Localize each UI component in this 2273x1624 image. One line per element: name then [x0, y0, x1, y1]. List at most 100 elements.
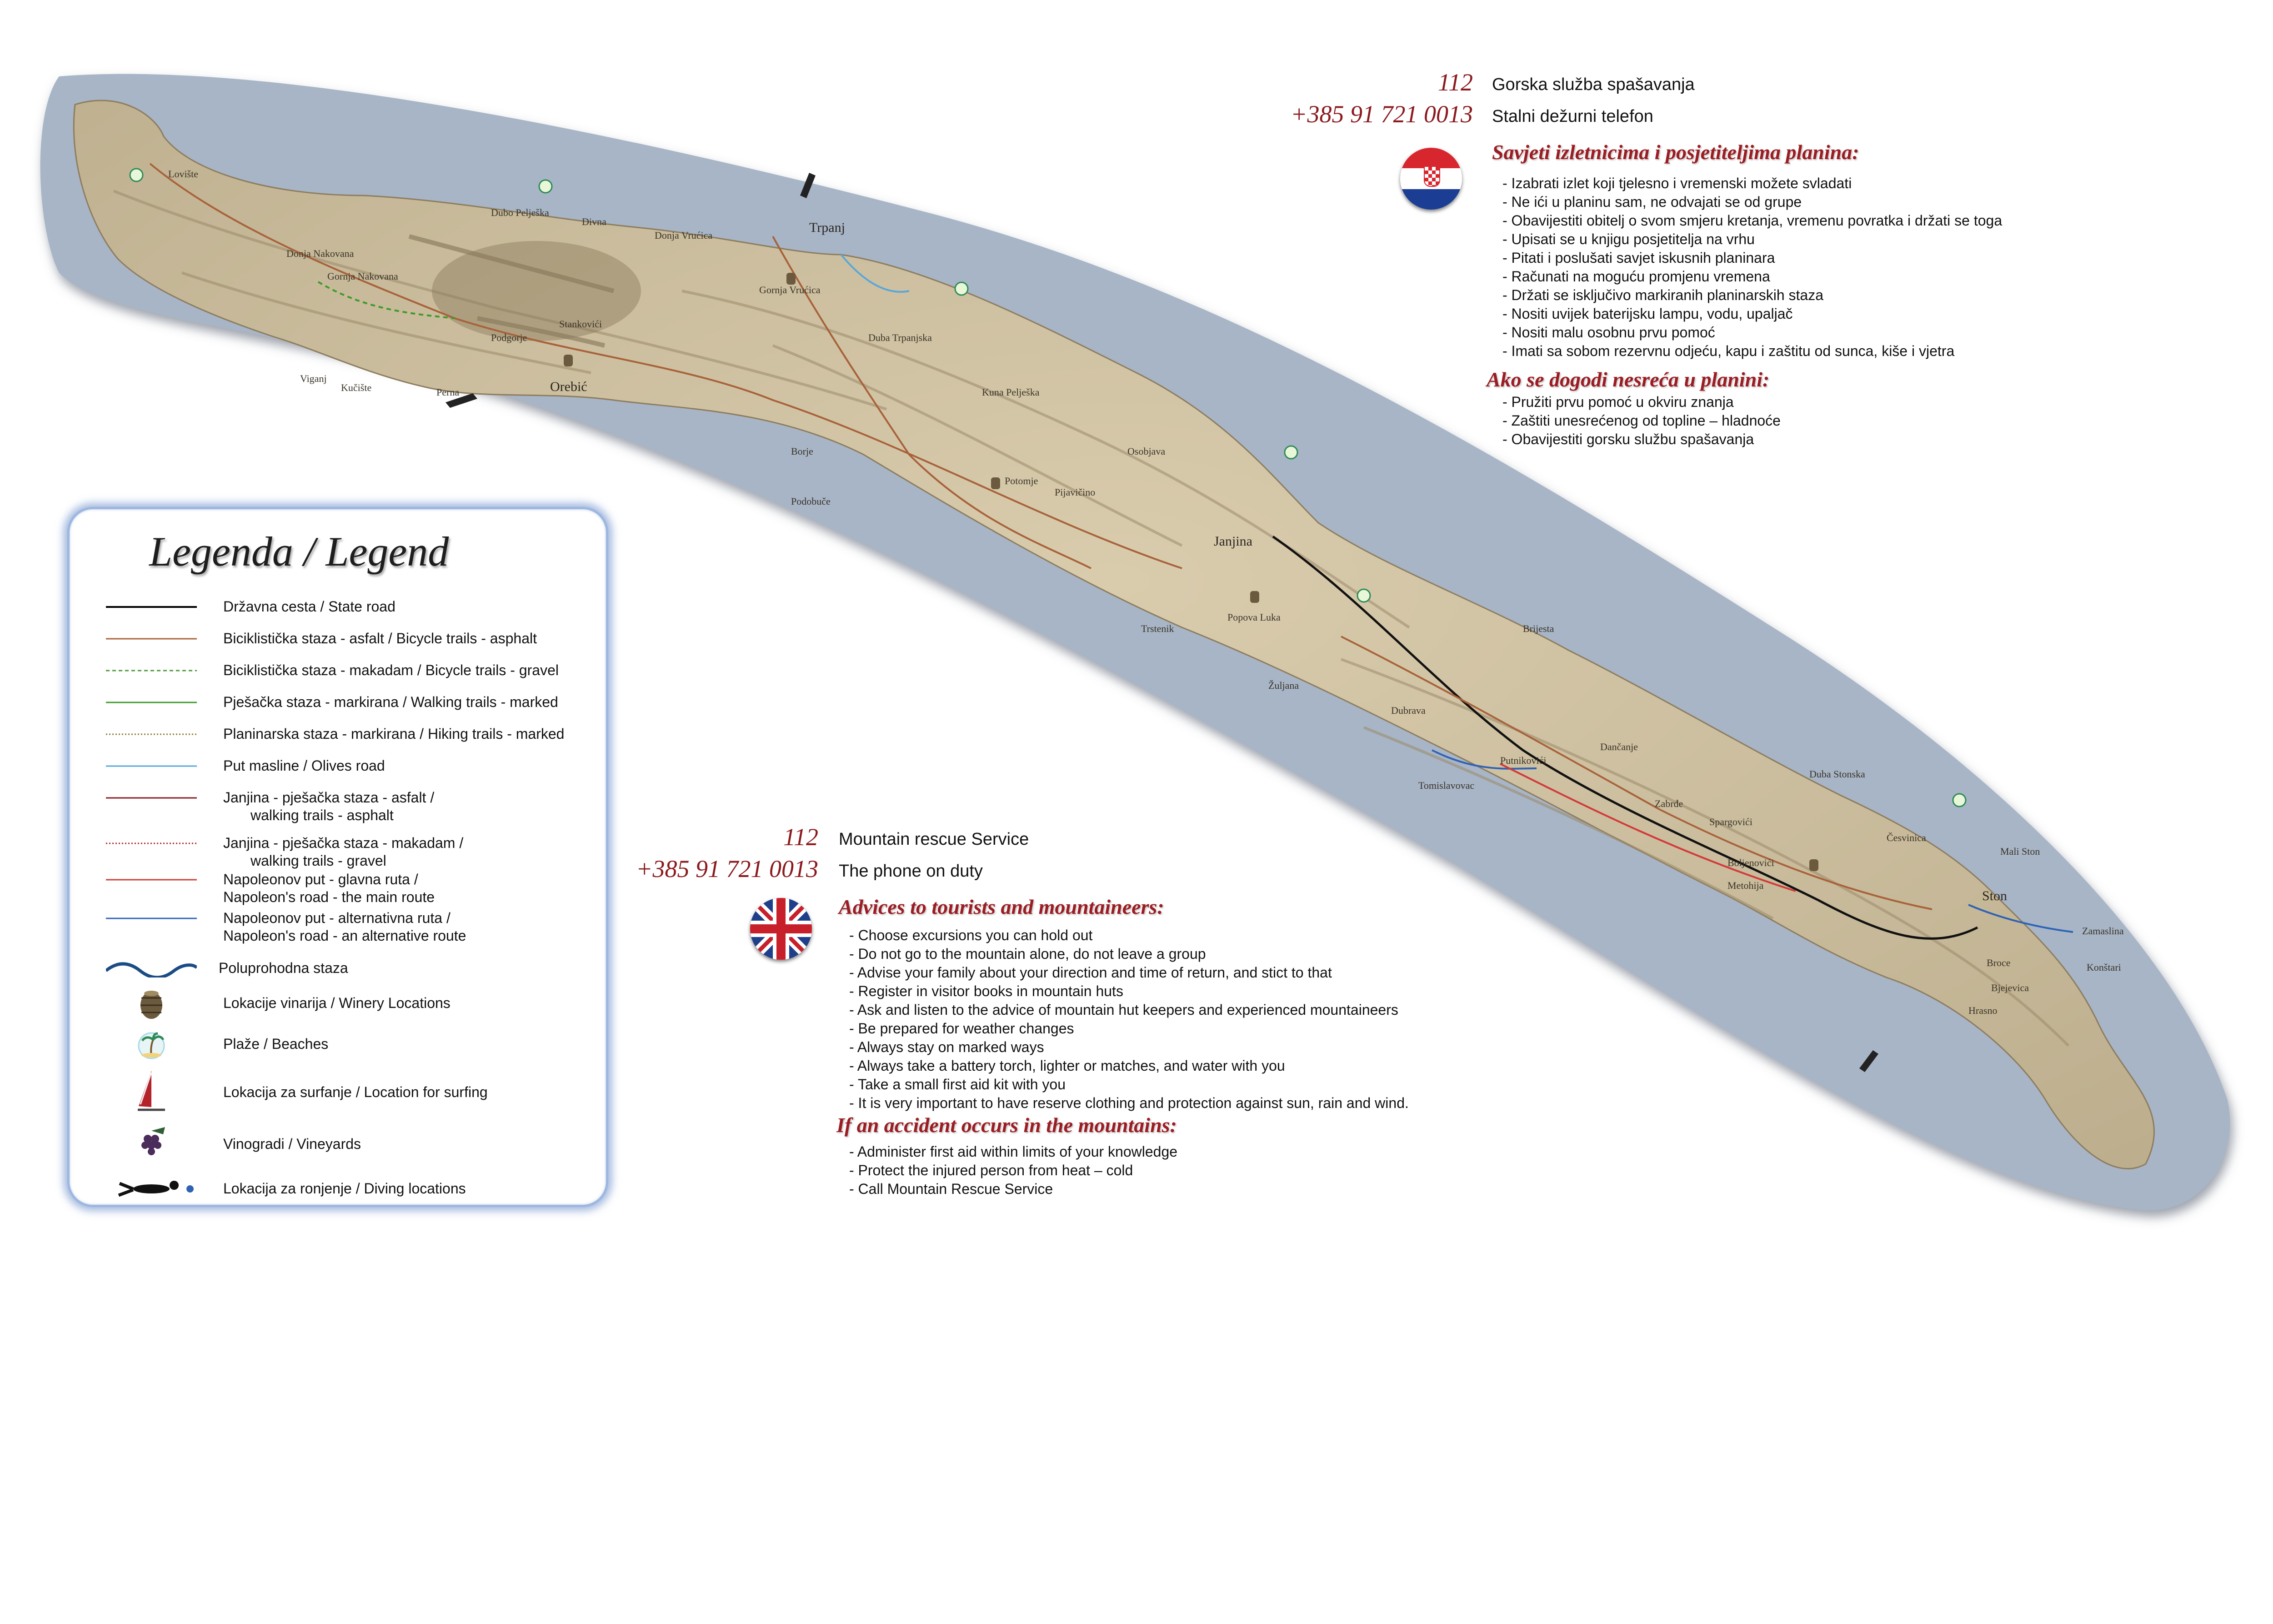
place-label: Hrasno: [1968, 1005, 1998, 1016]
hr-phone-label: Stalni dežurni telefon: [1492, 107, 1653, 126]
legend-label: Put masline / Olives road: [223, 757, 385, 774]
ferry-icon: [1859, 1050, 1878, 1072]
legend-title: Legenda / Legend: [149, 528, 449, 575]
beach-icon: [129, 168, 144, 182]
legend-label: Napoleonov put - alternativna ruta /: [223, 910, 451, 926]
diver-icon: [118, 1181, 194, 1197]
legend-line-symbol: [106, 638, 197, 640]
legend-label: Lokacija za ronjenje / Diving locations: [223, 1180, 466, 1197]
en-phone-label: The phone on duty: [839, 862, 983, 881]
mountain-massif: [432, 241, 641, 341]
accident-item: - Protect the injured person from heat –…: [849, 1162, 1133, 1178]
grapes-icon: [141, 1127, 165, 1155]
place-label: Podgorje: [491, 332, 527, 343]
legend-label: Pješačka staza - markirana / Walking tra…: [223, 694, 558, 710]
legend-label-2: Napoleon's road - the main route: [223, 889, 435, 905]
place-label: Zamaslina: [2082, 925, 2124, 937]
legend-label: Plaže / Beaches: [223, 1036, 329, 1052]
place-label: Boljenovići: [1727, 857, 1774, 868]
legend-label: Janjina - pješačka staza - asfalt /: [223, 789, 435, 806]
advice-item: - Always take a battery torch, lighter o…: [849, 1058, 1285, 1074]
place-label: Gornja Vrućica: [759, 284, 821, 296]
hr-emergency-label: Gorska služba spašavanja: [1492, 75, 1695, 94]
legend-label: Biciklistička staza - asfalt / Bicycle t…: [223, 630, 537, 647]
advice-item: - Ne ići u planinu sam, ne odvajati se o…: [1502, 194, 1802, 210]
legend-line-symbol: [106, 733, 197, 735]
legend-line-symbol: [106, 702, 197, 703]
place-label: Perna: [436, 386, 459, 398]
beach-icon: [1284, 445, 1298, 460]
place-label: Dubrava: [1391, 705, 1426, 716]
trail-network: [149, 163, 2073, 940]
place-label: Žuljana: [1268, 680, 1299, 691]
place-label: Putnikovići: [1500, 755, 1546, 766]
ferry-icon: [446, 393, 477, 408]
legend-line-symbol: [106, 842, 197, 844]
legend-line-symbol: [106, 670, 197, 672]
hr-emergency-number: 112: [1438, 69, 1473, 96]
legend-label: Poluprohodna staza: [219, 960, 348, 976]
advice-item: - Računati na moguću promjenu vremena: [1502, 268, 1770, 285]
place-label: Podobuče: [791, 496, 831, 507]
legend-label: Državna cesta / State road: [223, 598, 396, 615]
place-label: Borje: [791, 446, 813, 457]
advice-item: - Držati se isključivo markiranih planin…: [1502, 287, 1824, 303]
barrel-icon: [140, 991, 162, 1019]
hr-advice-list: - Izabrati izlet koji tjelesno i vremens…: [1502, 174, 2002, 361]
barrel-icon: [991, 477, 1000, 489]
place-label: Donja Vrućica: [655, 230, 712, 241]
legend-line-symbol: [106, 879, 197, 881]
beach-icon: [1952, 793, 1967, 807]
place-label: Tomislavovac: [1418, 780, 1474, 791]
place-label: Duba Stonska: [1809, 768, 1865, 780]
place-label: Donja Nakovana: [286, 248, 354, 259]
accident-item: - Obavijestiti gorsku službu spašavanja: [1502, 431, 1754, 447]
place-label: Kuna Pelješka: [982, 386, 1040, 398]
legend-label: Planinarska staza - markirana / Hiking t…: [223, 726, 565, 742]
advice-item: - Obavijestiti obitelj o svom smjeru kre…: [1502, 212, 2003, 229]
barrel-icon: [1809, 859, 1818, 871]
advice-item: - Do not go to the mountain alone, do no…: [849, 946, 1206, 962]
place-label: Lovište: [168, 168, 198, 180]
barrel-icon: [1250, 591, 1259, 603]
place-label: Metohija: [1727, 880, 1764, 891]
place-label: Mali Ston: [2000, 846, 2040, 857]
beach-icon: [538, 179, 553, 194]
ferry-icons: [446, 173, 1878, 1072]
hr-accident-heading: Ako se dogodi nesreća u planini:: [1487, 368, 1770, 391]
legend-label: Janjina - pješačka staza - makadam /: [223, 835, 464, 851]
accident-item: - Pružiti prvu pomoć u okviru znanja: [1502, 394, 1734, 410]
legend-line-symbol: [106, 765, 197, 767]
place-label: Kučište: [341, 382, 371, 393]
place-label: Popova Luka: [1227, 612, 1281, 623]
advice-item: - It is very important to have reserve c…: [849, 1095, 1409, 1111]
place-label: Gornja Nakovana: [327, 271, 398, 282]
barrel-icon: [786, 273, 796, 285]
wave-icon: [106, 962, 197, 977]
place-label: Dubo Pelješka: [491, 207, 549, 218]
legend-label: Napoleonov put - glavna ruta /: [223, 871, 418, 887]
place-label: Spargovići: [1709, 816, 1752, 827]
accident-item: - Administer first aid within limits of …: [849, 1143, 1178, 1160]
advice-item: - Be prepared for weather changes: [849, 1020, 1074, 1037]
place-label: Divna: [582, 216, 606, 227]
advice-item: - Register in visitor books in mountain …: [849, 983, 1123, 999]
place-label: Broce: [1987, 957, 2011, 968]
hr-accident-list: - Pružiti prvu pomoć u okviru znanja - Z…: [1502, 393, 1781, 449]
place-label: Česvinica: [1887, 832, 1926, 843]
place-label: Stankovići: [559, 318, 602, 330]
advice-item: - Always stay on marked ways: [849, 1039, 1044, 1055]
en-advice-list: - Choose excursions you can hold out - D…: [849, 926, 1409, 1113]
place-label: Dančanje: [1600, 741, 1638, 752]
advice-item: - Nositi uvijek baterijsku lampu, vodu, …: [1502, 306, 1793, 322]
winery-icons: [564, 273, 1818, 871]
beach-icons: [129, 168, 1967, 807]
place-label: Konštari: [2087, 962, 2121, 973]
advice-item: - Ask and listen to the advice of mounta…: [849, 1002, 1398, 1018]
place-label: Trstenik: [1141, 623, 1174, 634]
barrel-icon: [564, 355, 573, 366]
advice-item: - Advise your family about your directio…: [849, 964, 1332, 981]
place-label: Pijavičino: [1055, 486, 1095, 498]
hr-phone-number: +385 91 721 0013: [1291, 100, 1473, 128]
